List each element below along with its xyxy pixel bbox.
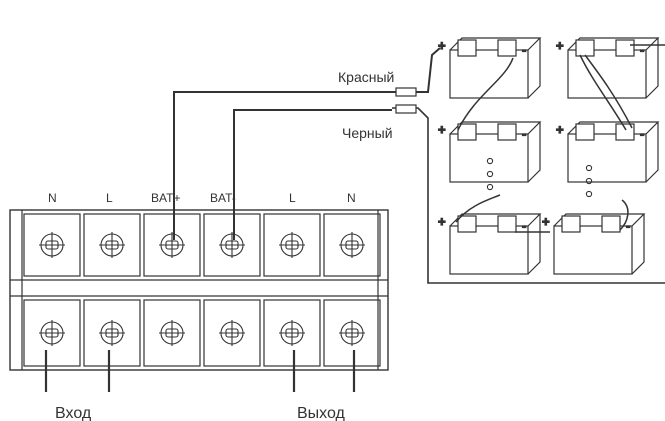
terminal-screw-upper-4	[219, 232, 245, 258]
dot-right-3	[585, 190, 593, 198]
terminal-cell-upper-6	[323, 213, 381, 277]
battery-negative-sign: -	[640, 126, 644, 141]
black-cable	[233, 109, 392, 240]
red-cable	[173, 47, 441, 240]
terminal-cell-upper-2	[83, 213, 141, 277]
terminal-labels: N L BAT+ BAT- L N	[48, 191, 356, 205]
terminal-cell-lower-3	[143, 299, 201, 367]
link-left-bottom	[455, 194, 501, 223]
terminal-label-bat-plus: BAT+	[151, 191, 180, 205]
terminal-label-n-output: N	[347, 191, 356, 205]
input-label: Вход	[55, 405, 92, 421]
battery-negative-sign: -	[626, 218, 630, 233]
terminal-screw-lower-3	[159, 320, 185, 346]
dot-right-2	[585, 177, 593, 185]
terminal-cell-lower-6	[323, 299, 381, 367]
continuation-dots	[486, 157, 593, 198]
dot-right-1	[585, 164, 593, 172]
battery-positive-sign: +	[438, 38, 446, 53]
battery-right-3: +-	[541, 213, 646, 275]
terminal-screw-upper-1	[39, 232, 65, 258]
battery-left-3: +-	[437, 213, 542, 275]
black-cable-connector	[395, 104, 417, 114]
battery-bank: +-+-+-+-+-+-	[437, 37, 660, 275]
battery-negative-sign: -	[522, 218, 526, 233]
red-wire-label: Красный	[338, 69, 394, 85]
dot-left-2	[486, 170, 494, 178]
terminal-cell-upper-3	[143, 213, 201, 277]
terminal-screw-lower-5	[279, 320, 305, 346]
terminal-screw-lower-6	[339, 320, 365, 346]
red-cable-connector	[395, 87, 417, 97]
terminal-label-l-output: L	[289, 191, 296, 205]
battery-positive-sign: +	[438, 214, 446, 229]
terminal-screw-upper-3	[159, 232, 185, 258]
io-leads	[44, 350, 356, 392]
link-right-top-2	[579, 54, 627, 131]
battery-positive-sign: +	[556, 122, 564, 137]
terminal-cell-upper-1	[23, 213, 81, 277]
terminal-screw-upper-5	[279, 232, 305, 258]
terminal-cell-upper-4	[203, 213, 261, 277]
terminal-block	[9, 209, 389, 371]
terminal-screw-upper-2	[99, 232, 125, 258]
battery-positive-sign: +	[438, 122, 446, 137]
dot-left-3	[486, 183, 494, 191]
dot-left-1	[486, 157, 494, 165]
terminal-cell-lower-4	[203, 299, 261, 367]
battery-negative-sign: -	[522, 42, 526, 57]
link-right-bottom	[619, 199, 629, 231]
terminal-cell-lower-2	[83, 299, 141, 367]
battery-right-1: +-	[555, 37, 660, 99]
terminal-screw-lower-2	[99, 320, 125, 346]
battery-negative-sign: -	[640, 42, 644, 57]
link-left-top	[457, 57, 514, 131]
terminal-label-l-input: L	[106, 191, 113, 205]
terminal-label-n-input: N	[48, 191, 57, 205]
terminal-screw-lower-4	[219, 320, 245, 346]
battery-positive-sign: +	[556, 38, 564, 53]
link-right-top	[584, 54, 633, 129]
battery-negative-sign: -	[522, 126, 526, 141]
terminal-screws	[39, 232, 365, 346]
terminal-cells	[23, 213, 381, 367]
terminal-screw-lower-1	[39, 320, 65, 346]
battery-right-2: +-	[555, 121, 660, 183]
battery-positive-sign: +	[542, 214, 550, 229]
output-label: Выход	[297, 405, 346, 421]
battery-links	[455, 44, 665, 233]
black-wire-label: Черный	[342, 125, 393, 141]
terminal-cell-upper-5	[263, 213, 321, 277]
terminal-cell-lower-5	[263, 299, 321, 367]
terminal-label-bat-minus: BAT-	[210, 191, 236, 205]
battery-cables	[173, 47, 665, 284]
terminal-screw-upper-6	[339, 232, 365, 258]
battery-left-2: +-	[437, 121, 542, 183]
terminal-cell-lower-1	[23, 299, 81, 367]
